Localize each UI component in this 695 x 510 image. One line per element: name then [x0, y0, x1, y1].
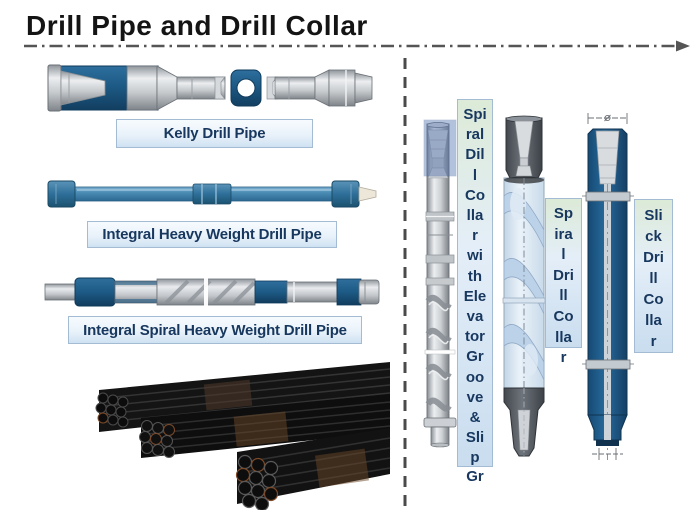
title-underline-arrow: [24, 40, 690, 52]
spiral-drill-collar-illustration: [502, 115, 546, 457]
label-spiral-collar-with-elevator-groove: Spi ral Dil l Co lla r wi th Ele va tor …: [457, 99, 493, 467]
slick-drill-collar-illustration: [582, 113, 634, 460]
arrow-right-icon: [676, 40, 690, 52]
diameter-dimension-line: [587, 113, 628, 124]
label-kelly-drill-pipe: Kelly Drill Pipe: [116, 119, 313, 148]
pin-dimension-line: [592, 448, 623, 460]
label-spiral-drill-collar: Sp ira l Dri ll Co lla: [545, 198, 582, 348]
page-title: Drill Pipe and Drill Collar: [26, 10, 368, 41]
drill-pipes-photo: [95, 362, 391, 510]
vertical-dashed-divider: [403, 58, 407, 506]
spiral-collar-with-elevator-groove-illustration: [423, 119, 457, 448]
label-integral-heavy-weight-drill-pipe: Integral Heavy Weight Drill Pipe: [87, 221, 337, 248]
label-spiral-drill-collar-overflow: r: [560, 349, 567, 366]
label-integral-spiral-heavy-weight-drill-pipe: Integral Spiral Heavy Weight Drill Pipe: [68, 316, 362, 344]
integral-heavy-weight-drill-pipe-illustration: [47, 180, 377, 208]
kelly-drill-pipe-illustration: [47, 64, 373, 112]
label-spiral-collar-overflow: Gr: [466, 468, 484, 485]
label-slick-drill-collar: Sli ck Dri ll Co lla r: [634, 199, 673, 353]
integral-spiral-heavy-weight-drill-pipe-illustration: [44, 277, 380, 307]
